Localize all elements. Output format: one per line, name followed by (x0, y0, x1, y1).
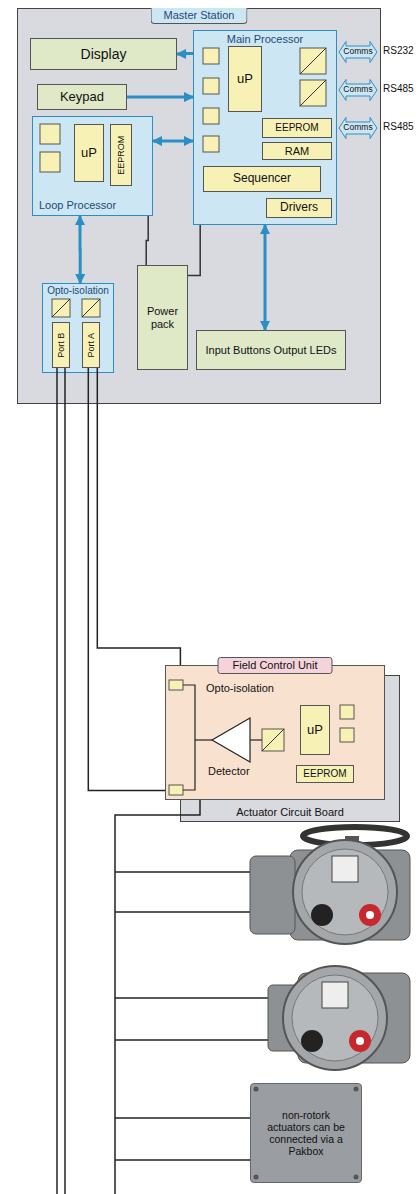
node-label: Comms (343, 123, 372, 133)
node-label: Drivers (280, 201, 318, 215)
node-label: Port A (86, 333, 96, 358)
data-arrow (79, 216, 82, 283)
wire-connector (146, 216, 148, 265)
block-label: Opto-isolation (206, 682, 274, 695)
interface-label: RS485 (383, 121, 414, 133)
display-box: Display (30, 38, 177, 70)
actuator-illustration (268, 966, 410, 1070)
loop-port: Port A (82, 322, 100, 368)
interface-label: RS232 (383, 45, 414, 57)
field-unit-wiring (183, 685, 262, 790)
block-label: Detector (208, 765, 250, 778)
keypad-box: Keypad (37, 84, 127, 110)
opto-isolation-board: Opto-isolationPort B Port A (42, 283, 114, 373)
node-label: Keypad (60, 90, 104, 105)
board-title: Opto-isolation (43, 285, 113, 297)
node-label: Sequencer (233, 172, 291, 186)
sequencer-box: Sequencer (203, 166, 321, 192)
comms-port: Comms (339, 41, 377, 63)
node-label: RAM (285, 145, 309, 158)
drivers-box: Drivers (266, 198, 332, 218)
microprocessor-chip: uP (300, 705, 330, 755)
data-arrow (177, 52, 193, 56)
eeprom-chip: EEPROM (110, 124, 132, 186)
comms-port: Comms (339, 79, 377, 101)
eeprom-chip: EEPROM (296, 765, 354, 783)
data-arrow (153, 140, 193, 143)
ram-chip: RAM (262, 142, 332, 160)
node-label: EEPROM (303, 768, 346, 780)
panel-title: Master Station (151, 8, 248, 24)
loop-wires (57, 368, 268, 1194)
pakbox-screws (254, 1087, 359, 1180)
loop-port: Port B (52, 322, 70, 368)
node-label: uP (237, 72, 253, 87)
microprocessor-chip: uP (228, 46, 262, 112)
node-label: non-rotork actuators can be connected vi… (263, 1109, 349, 1157)
node-label: Port B (56, 332, 66, 357)
interface-label: RS485 (383, 83, 414, 95)
node-label: EEPROM (116, 135, 126, 174)
wire-connector (88, 368, 165, 791)
node-label: Display (81, 46, 127, 62)
chip-squares (40, 48, 354, 795)
pakbox-module: non-rotork actuators can be connected vi… (250, 1083, 362, 1183)
node-label: uP (81, 146, 97, 161)
io-panel-box: Input Buttons Output LEDs (196, 330, 346, 370)
power-pack-box: Power pack (137, 265, 188, 370)
board-title: Loop Processor (39, 199, 116, 212)
node-label: Input Buttons Output LEDs (206, 344, 337, 357)
converter-slashes (52, 48, 326, 751)
data-arrow (264, 225, 267, 330)
comms-port: Comms (339, 117, 377, 139)
actuator-illustration (250, 827, 410, 944)
board-title: Main Processor (194, 33, 336, 46)
node-label: Comms (343, 85, 372, 95)
node-label: uP (307, 723, 323, 738)
microprocessor-chip: uP (74, 124, 104, 182)
wire-connector (97, 368, 180, 665)
wire-connector (188, 225, 200, 276)
eeprom-chip: EEPROM (262, 118, 332, 138)
data-arrow (127, 96, 193, 99)
node-label: Comms (343, 47, 372, 57)
unit-title: Field Control Unit (218, 657, 333, 674)
node-label: Power pack (138, 305, 187, 330)
node-label: EEPROM (275, 122, 318, 134)
board-title: Actuator Circuit Board (181, 806, 399, 819)
